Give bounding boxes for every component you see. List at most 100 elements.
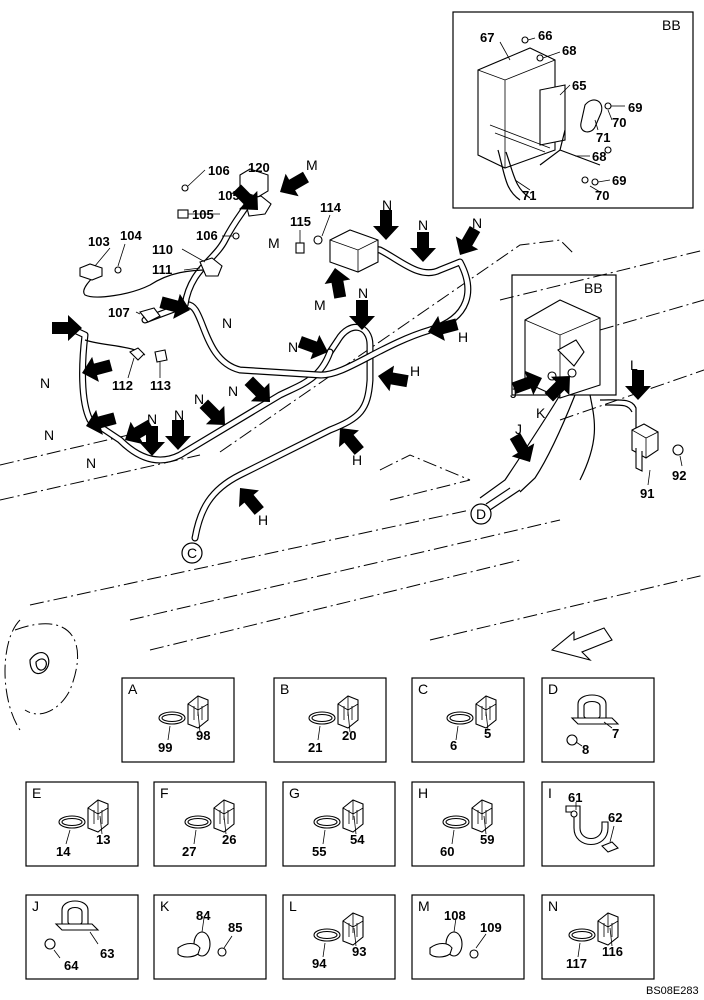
- legend-part-59: 59: [480, 832, 494, 847]
- legend-part-116: 116: [602, 944, 623, 959]
- legend-part-117: 117: [566, 956, 587, 971]
- legend-panel-g: G 55 54: [282, 781, 396, 867]
- callout-70b: 70: [595, 188, 609, 203]
- hoses: C: [66, 196, 472, 564]
- pointer-n-2: N: [418, 217, 428, 233]
- legend-part-6: 6: [450, 738, 457, 753]
- callout-68: 68: [562, 43, 576, 58]
- legend-part-108: 108: [444, 908, 466, 923]
- legend-part-62: 62: [608, 810, 622, 825]
- pointer-n-1: N: [382, 197, 392, 213]
- legend-part-60: 60: [440, 844, 454, 859]
- main-parts: 106 120 105 105 106 103 104 110 111 107 …: [79, 160, 379, 393]
- pointer-n-9: N: [86, 455, 96, 471]
- legend-part-55: 55: [312, 844, 326, 859]
- legend-part-109: 109: [480, 920, 502, 935]
- callout-113: 113: [150, 378, 171, 393]
- legend-panel-b: B 21 20: [273, 677, 387, 763]
- legend-part-85: 85: [228, 920, 242, 935]
- legend-part-94: 94: [312, 956, 327, 971]
- legend-letter-k: K: [160, 898, 170, 914]
- pointer-m-1: M: [306, 157, 318, 173]
- legend-letter-d: D: [548, 681, 558, 697]
- pointer-n-4: N: [222, 315, 232, 331]
- callout-68b: 68: [592, 149, 606, 164]
- callout-115: 115: [290, 214, 311, 229]
- end-marker-d: D: [476, 506, 486, 522]
- legend: A 99 98 B 21 20 C 6 5 D: [25, 677, 655, 980]
- pointer-arrows: M M M N N N N N N N N N N N N N N H: [40, 157, 651, 528]
- legend-letter-c: C: [418, 681, 428, 697]
- legend-letter-b: B: [280, 681, 289, 697]
- legend-letter-l: L: [289, 898, 297, 914]
- callout-110: 110: [152, 242, 173, 257]
- callout-70: 70: [612, 115, 626, 130]
- callout-66: 66: [538, 28, 552, 43]
- legend-part-98: 98: [196, 728, 210, 743]
- legend-panel-j: J 63 64: [25, 894, 139, 980]
- pointer-j-1: J: [510, 385, 517, 401]
- pointer-n-7: N: [40, 375, 50, 391]
- legend-panel-n: N 117 116: [541, 894, 655, 980]
- legend-part-27: 27: [182, 844, 196, 859]
- legend-panel-h: H 60 59: [411, 781, 525, 867]
- legend-panel-i: I 61 62: [541, 781, 655, 867]
- pointer-h-2: H: [410, 363, 420, 379]
- pointer-n-6: N: [288, 339, 298, 355]
- legend-part-13: 13: [96, 832, 110, 847]
- detail-bb: BB 67 66 68 65 69 70 71 68: [452, 11, 694, 209]
- legend-part-5: 5: [484, 726, 491, 741]
- legend-letter-n: N: [548, 898, 558, 914]
- legend-letter-h: H: [418, 785, 428, 801]
- pointer-n-5: N: [358, 285, 368, 301]
- callout-107: 107: [108, 305, 130, 320]
- callout-105b: 105: [192, 207, 214, 222]
- legend-part-54: 54: [350, 832, 365, 847]
- pointer-h-3: H: [352, 452, 362, 468]
- pointer-m-2: M: [268, 235, 280, 251]
- callout-104: 104: [120, 228, 142, 243]
- pointer-n-10: N: [147, 411, 157, 427]
- bb-inset-title: BB: [584, 280, 603, 296]
- legend-panel-c: C 6 5: [411, 677, 525, 763]
- legend-letter-g: G: [289, 785, 300, 801]
- legend-part-26: 26: [222, 832, 236, 847]
- pointer-n-12: N: [194, 391, 204, 407]
- pointer-l: L: [630, 357, 638, 373]
- pointer-h-1: H: [458, 329, 468, 345]
- callout-111: 111: [152, 262, 172, 277]
- legend-part-99: 99: [158, 740, 172, 755]
- callout-71: 71: [596, 130, 610, 145]
- legend-part-64: 64: [64, 958, 79, 973]
- legend-part-93: 93: [352, 944, 366, 959]
- legend-part-8: 8: [582, 742, 589, 757]
- callout-92: 92: [672, 468, 686, 483]
- legend-part-61: 61: [568, 790, 582, 805]
- pointer-m-3: M: [314, 297, 326, 313]
- callout-114: 114: [320, 200, 342, 215]
- legend-part-84: 84: [196, 908, 211, 923]
- legend-part-63: 63: [100, 946, 114, 961]
- callout-71b: 71: [522, 188, 536, 203]
- legend-panel-l: L 94 93: [282, 894, 396, 980]
- callout-69: 69: [628, 100, 642, 115]
- legend-panel-f: F 27 26: [153, 781, 267, 867]
- pointer-j-2: J: [515, 421, 522, 437]
- legend-part-21: 21: [308, 740, 322, 755]
- callout-67: 67: [480, 30, 494, 45]
- detail-bb-title: BB: [662, 17, 681, 33]
- legend-part-14: 14: [56, 844, 71, 859]
- callout-65: 65: [572, 78, 586, 93]
- callout-103: 103: [88, 234, 110, 249]
- bb-inset: BB 91 92 D: [470, 274, 686, 525]
- legend-panel-a: A 99 98: [121, 677, 235, 763]
- pointer-n-13: N: [228, 383, 238, 399]
- callout-106: 106: [208, 163, 230, 178]
- pointer-n-14: N: [52, 319, 62, 335]
- callout-69b: 69: [612, 173, 626, 188]
- legend-letter-i: I: [548, 785, 552, 801]
- legend-part-7: 7: [612, 726, 619, 741]
- callout-120: 120: [248, 160, 270, 175]
- legend-panel-k: K 84 85: [153, 894, 267, 980]
